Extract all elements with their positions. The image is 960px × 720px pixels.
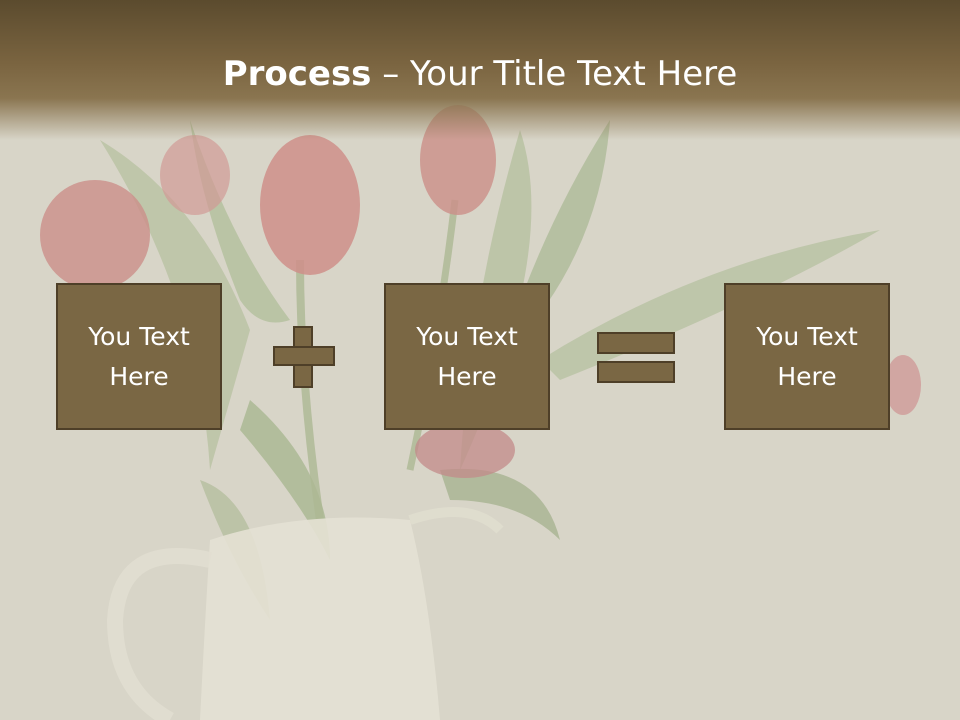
title-rest: – Your Title Text Here	[371, 54, 738, 94]
process-box-3[interactable]: You Text Here	[724, 283, 890, 430]
process-box-2[interactable]: You Text Here	[384, 283, 550, 430]
title-bar	[0, 0, 960, 140]
process-box-1[interactable]: You Text Here	[56, 283, 222, 430]
title-bold: Process	[222, 54, 372, 94]
slide-title: Process – Your Title Text Here	[0, 52, 960, 96]
